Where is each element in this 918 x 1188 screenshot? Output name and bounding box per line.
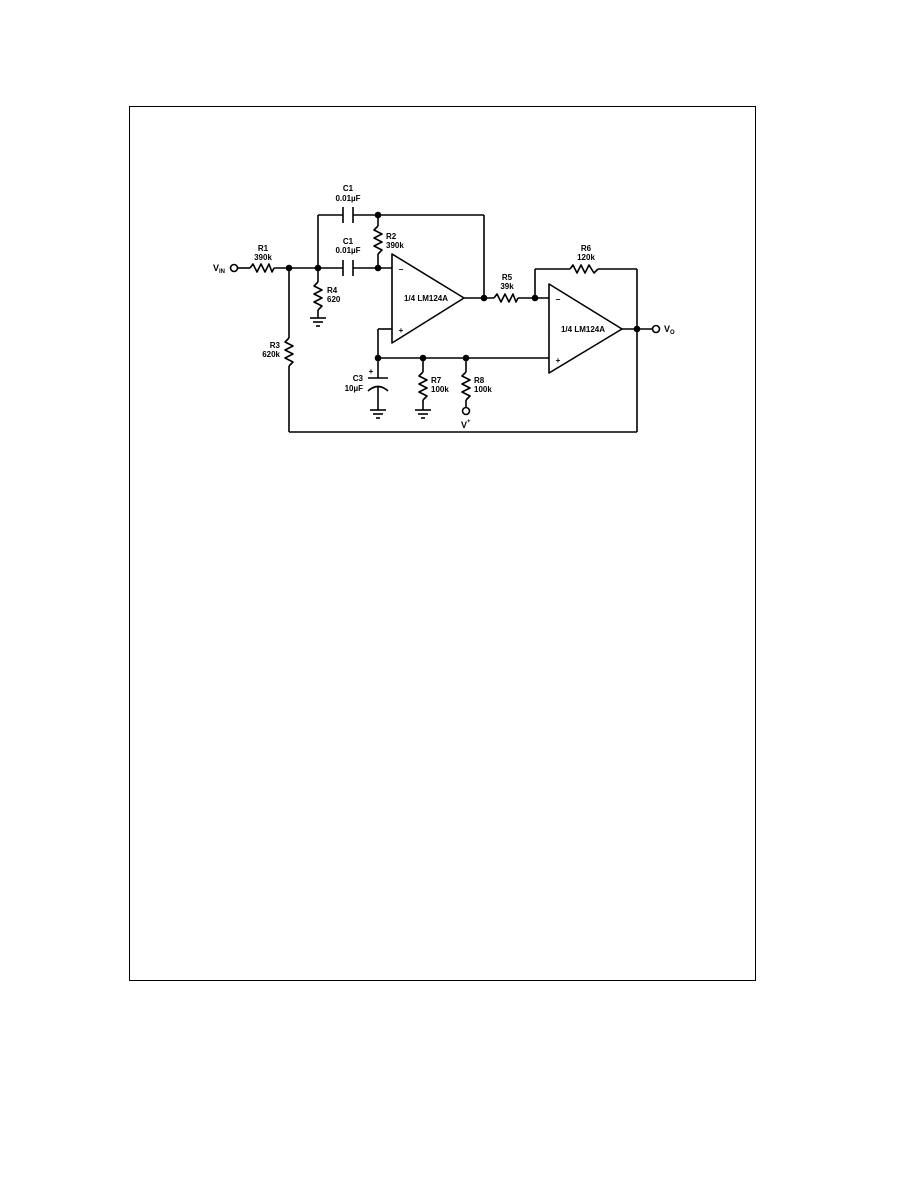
resistor-r7 bbox=[418, 371, 428, 401]
opamp-u1 bbox=[391, 253, 465, 344]
r4-ref: R4 bbox=[327, 286, 338, 295]
c1-top-ref: C1 bbox=[343, 184, 354, 193]
vin-label: VIN bbox=[213, 263, 225, 275]
c1-mid-ref: C1 bbox=[343, 237, 354, 246]
opamp-u2 bbox=[548, 283, 623, 374]
r3-value: 620k bbox=[262, 350, 280, 359]
resistor-r5 bbox=[493, 293, 519, 303]
junctions bbox=[285, 211, 641, 362]
vplus-terminal bbox=[461, 406, 471, 416]
opamp-u1-label: 1/4 LM124A bbox=[404, 294, 448, 303]
opamp-u1-plus: + bbox=[399, 326, 404, 335]
r7-ref: R7 bbox=[431, 376, 442, 385]
opamp-u2-minus: − bbox=[556, 295, 561, 304]
opamp-u2-label: 1/4 LM124A bbox=[561, 325, 605, 334]
capacitor-c3 bbox=[367, 377, 389, 392]
resistor-r1 bbox=[249, 263, 275, 273]
capacitor-c1-mid bbox=[342, 260, 354, 276]
r6-ref: R6 bbox=[581, 244, 592, 253]
ground-icon bbox=[415, 409, 431, 419]
vplus-label: V+ bbox=[461, 419, 471, 430]
figure-frame bbox=[129, 106, 756, 981]
ground-icon bbox=[310, 317, 326, 327]
vin-terminal bbox=[229, 263, 239, 273]
ground-icon bbox=[370, 409, 386, 419]
r3-ref: R3 bbox=[270, 341, 281, 350]
vout-label: VO bbox=[664, 324, 675, 336]
r5-ref: R5 bbox=[502, 273, 513, 282]
c1-mid-value: 0.01µF bbox=[335, 246, 360, 255]
r2-value: 390k bbox=[386, 241, 404, 250]
resistor-r8 bbox=[461, 371, 471, 401]
c3-polarity: + bbox=[369, 367, 374, 376]
resistor-r4 bbox=[313, 281, 323, 311]
r4-value: 620 bbox=[327, 295, 341, 304]
capacitor-c1-top bbox=[342, 207, 354, 223]
r5-value: 39k bbox=[500, 282, 514, 291]
opamp-u1-minus: − bbox=[399, 265, 404, 274]
r6-value: 120k bbox=[577, 253, 595, 262]
r1-ref: R1 bbox=[258, 244, 269, 253]
opamp-u2-plus: + bbox=[556, 356, 561, 365]
r7-value: 100k bbox=[431, 385, 449, 394]
r8-ref: R8 bbox=[474, 376, 485, 385]
resistor-r2 bbox=[373, 225, 383, 255]
c3-value: 10µF bbox=[345, 384, 364, 393]
c1-top-value: 0.01µF bbox=[335, 194, 360, 203]
resistor-r3 bbox=[284, 337, 294, 367]
r2-ref: R2 bbox=[386, 232, 397, 241]
vout-terminal bbox=[651, 324, 661, 334]
r1-value: 390k bbox=[254, 253, 272, 262]
c3-ref: C3 bbox=[353, 374, 364, 383]
r8-value: 100k bbox=[474, 385, 492, 394]
resistor-r6 bbox=[569, 264, 599, 274]
